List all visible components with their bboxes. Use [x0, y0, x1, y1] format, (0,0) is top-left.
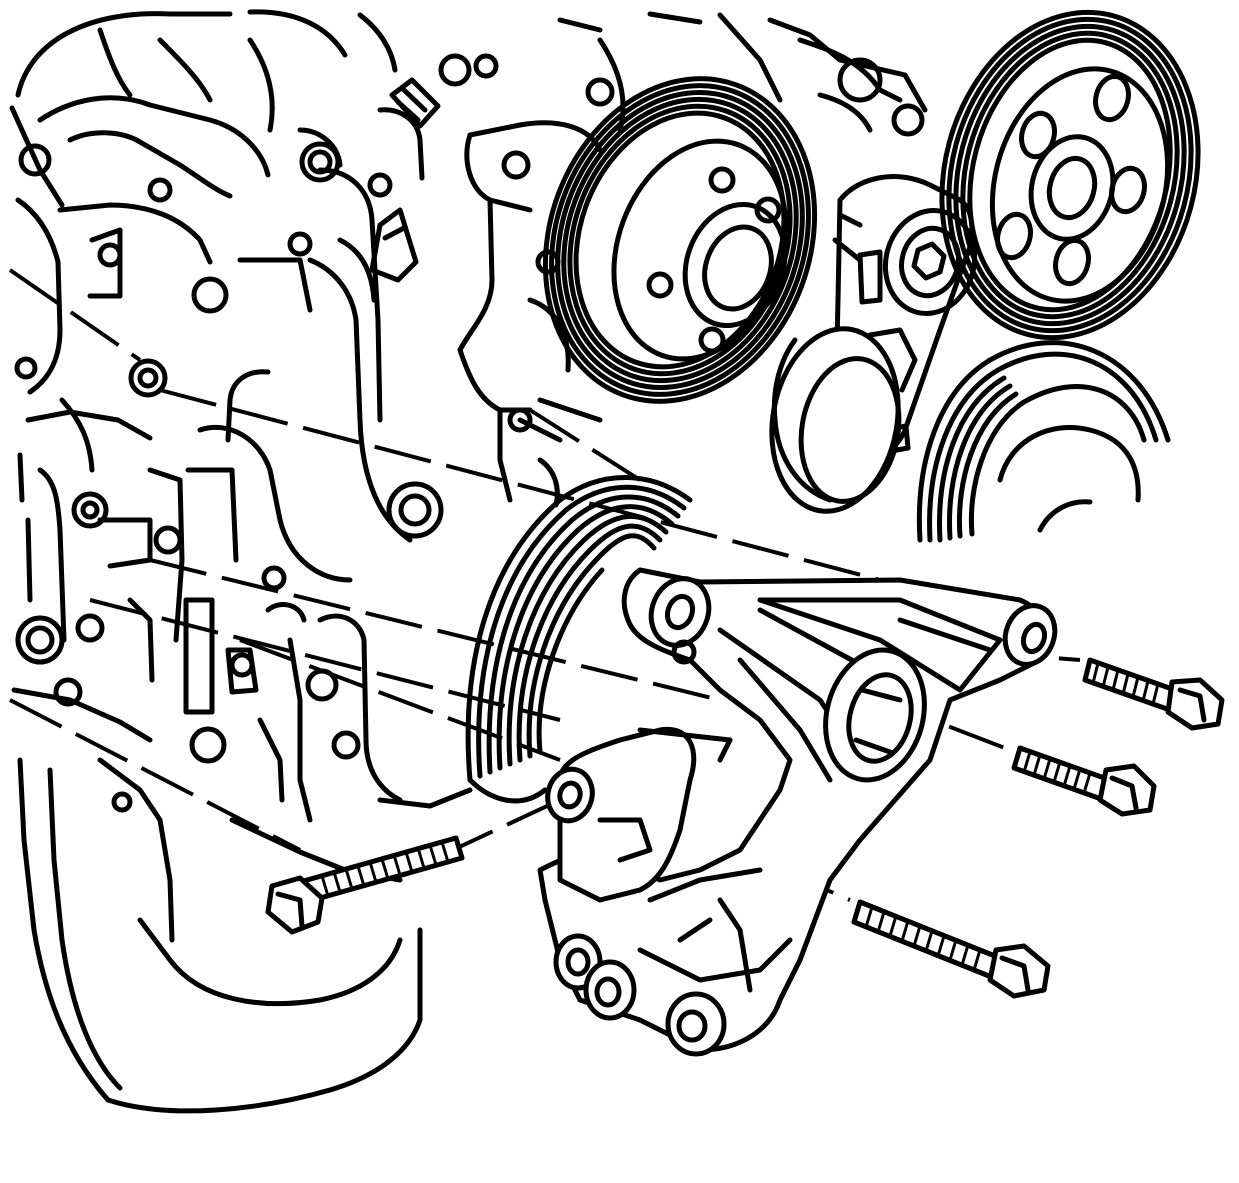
bolt-lower-left	[265, 835, 465, 935]
generator-bracket	[537, 567, 1058, 1057]
front-cover	[457, 11, 928, 508]
idler-pulley	[769, 326, 902, 514]
water-pump-pulley	[542, 76, 818, 404]
bolt-upper	[1082, 657, 1225, 731]
engine-block	[9, 9, 499, 1114]
bolt-lower-right	[851, 899, 1051, 999]
crankshaft-balancer	[916, 340, 1171, 543]
bolt-middle	[1011, 745, 1157, 817]
generator-pulley	[939, 9, 1201, 341]
crankshaft-pulley	[465, 475, 693, 804]
